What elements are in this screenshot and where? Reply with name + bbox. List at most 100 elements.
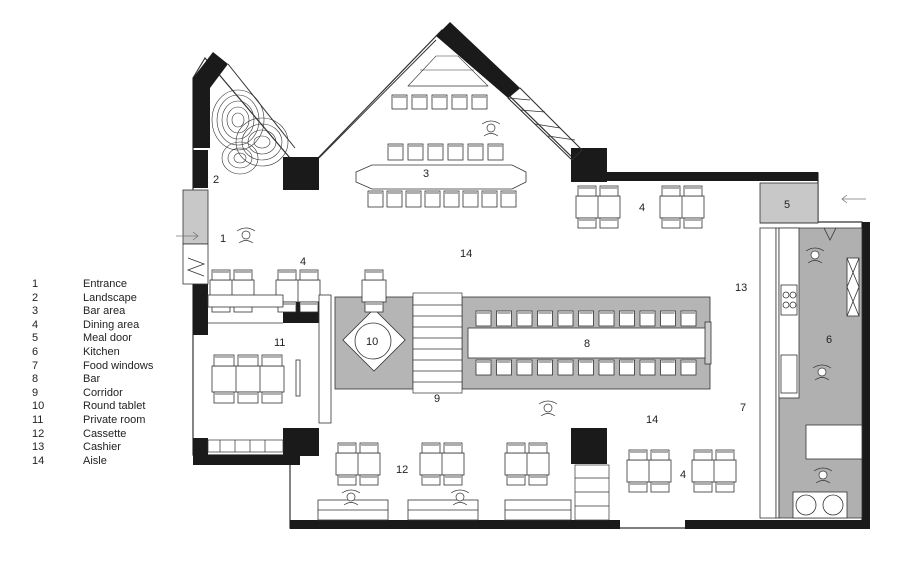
label-cashier: 13 bbox=[735, 282, 747, 294]
chair bbox=[299, 301, 319, 313]
chair bbox=[639, 310, 656, 327]
label-cassette: 12 bbox=[396, 464, 408, 476]
corridor-steps bbox=[412, 292, 463, 394]
chair bbox=[364, 269, 384, 281]
chair bbox=[661, 217, 681, 229]
chair bbox=[715, 481, 735, 493]
chair bbox=[506, 442, 526, 454]
chair bbox=[516, 310, 533, 327]
chair bbox=[471, 94, 488, 110]
walls bbox=[193, 22, 870, 529]
legend-label: Cassette bbox=[83, 427, 127, 440]
person-icon bbox=[481, 120, 501, 137]
chair bbox=[628, 449, 648, 461]
chair bbox=[359, 442, 379, 454]
legend-number: 14 bbox=[32, 454, 45, 467]
dining-table-group bbox=[361, 269, 387, 313]
chair bbox=[277, 269, 297, 281]
food-windows bbox=[759, 227, 780, 519]
round-table bbox=[342, 308, 406, 372]
person-arms bbox=[341, 489, 361, 494]
chair bbox=[261, 354, 283, 367]
label-dining-top-left: 4 bbox=[300, 256, 306, 268]
legend-number: 8 bbox=[32, 373, 39, 386]
chair bbox=[693, 449, 713, 461]
person-head bbox=[818, 470, 828, 480]
chair bbox=[261, 391, 283, 404]
person-legs bbox=[815, 480, 831, 484]
chair bbox=[528, 474, 548, 486]
cassette-benches bbox=[317, 499, 572, 521]
person-icons bbox=[236, 120, 833, 506]
person-head bbox=[543, 403, 553, 413]
legend-number: 7 bbox=[32, 359, 39, 372]
chair bbox=[487, 143, 504, 161]
dining-table-group bbox=[575, 185, 621, 229]
entrance-door bbox=[182, 189, 209, 285]
person-legs bbox=[238, 240, 254, 244]
angled-window bbox=[507, 87, 583, 161]
chair bbox=[337, 442, 357, 454]
dining-table bbox=[211, 365, 285, 393]
label-private-room: 11 bbox=[274, 337, 285, 349]
legend-row: 9 Corridor bbox=[32, 387, 192, 401]
chair bbox=[211, 269, 231, 281]
chair bbox=[431, 94, 448, 110]
legend-label: Private room bbox=[83, 413, 146, 426]
person-arms bbox=[813, 467, 833, 472]
legend-number: 6 bbox=[32, 345, 39, 358]
chair bbox=[427, 143, 444, 161]
legend-number: 1 bbox=[32, 278, 39, 290]
person-arms bbox=[481, 120, 501, 125]
bar-area-chairs bbox=[367, 94, 517, 208]
chair bbox=[619, 359, 635, 376]
person-icon bbox=[538, 400, 558, 417]
chair bbox=[577, 217, 597, 229]
legend-label: Cashier bbox=[83, 441, 121, 454]
dining-table-group bbox=[691, 449, 737, 493]
dining-table bbox=[361, 279, 387, 303]
dining-table-group bbox=[335, 442, 381, 486]
person-legs bbox=[814, 377, 830, 381]
label-dining-top-right: 4 bbox=[639, 202, 645, 214]
legend-number: 9 bbox=[32, 386, 39, 399]
chair bbox=[386, 190, 403, 208]
person-legs bbox=[807, 260, 823, 264]
dining-table-group bbox=[419, 442, 465, 486]
legend-number: 3 bbox=[32, 305, 39, 318]
dining-table-group bbox=[504, 442, 550, 486]
chair bbox=[496, 310, 512, 327]
legend-label: Corridor bbox=[83, 386, 123, 399]
label-entrance: 1 bbox=[220, 233, 226, 245]
person-icon bbox=[805, 247, 825, 264]
chair bbox=[475, 359, 492, 376]
legend-label: Meal door bbox=[83, 332, 132, 345]
chair bbox=[364, 301, 384, 313]
chair bbox=[660, 310, 676, 327]
chair bbox=[506, 474, 526, 486]
person-legs bbox=[483, 133, 499, 137]
person-legs bbox=[540, 413, 556, 417]
chair bbox=[411, 94, 428, 110]
chair bbox=[683, 217, 703, 229]
person-icon bbox=[450, 489, 470, 506]
chair bbox=[407, 143, 424, 161]
person-head bbox=[810, 250, 820, 260]
chair bbox=[451, 94, 468, 110]
person-icon bbox=[812, 364, 832, 381]
landscape-feature bbox=[211, 89, 289, 175]
chair bbox=[387, 143, 404, 161]
person-head bbox=[455, 492, 465, 502]
chair bbox=[443, 442, 463, 454]
chair bbox=[693, 481, 713, 493]
chair bbox=[405, 190, 422, 208]
chair bbox=[496, 359, 512, 376]
label-aisle-bottom: 14 bbox=[646, 414, 658, 426]
chair bbox=[599, 217, 619, 229]
